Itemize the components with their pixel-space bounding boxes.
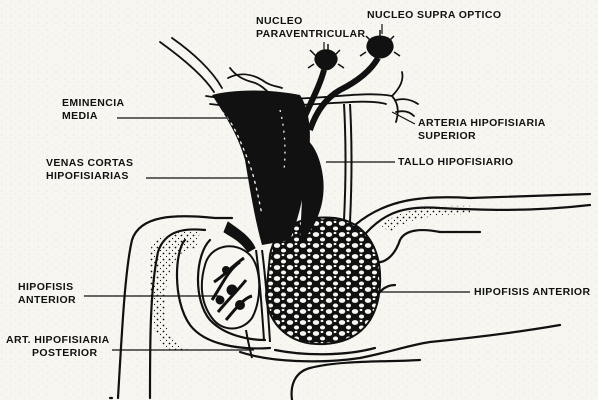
label-tallo-hipofisiario: TALLO HIPOFISIARIO [398,156,514,169]
label-nucleo-paraventricular: NUCLEO PARAVENTRICULAR [256,15,365,41]
label-nucleo-supra-optico: NUCLEO SUPRA OPTICO [367,9,501,22]
label-arteria-hipofisiaria-superior: ARTERIA HIPOFISIARIA SUPERIOR [418,117,546,143]
label-eminencia-media: EMINENCIA MEDIA [62,97,125,123]
label-hipofisis-anterior-right: HIPOFISIS ANTERIOR [474,286,591,299]
label-hipofisis-anterior-left: HIPOFISIS ANTERIOR [18,281,76,307]
label-art-hipofisiaria-posterior: ART. HIPOFISIARIA POSTERIOR [6,334,110,360]
label-venas-cortas-hipofisiarias: VENAS CORTAS HIPOFISIARIAS [46,157,133,183]
